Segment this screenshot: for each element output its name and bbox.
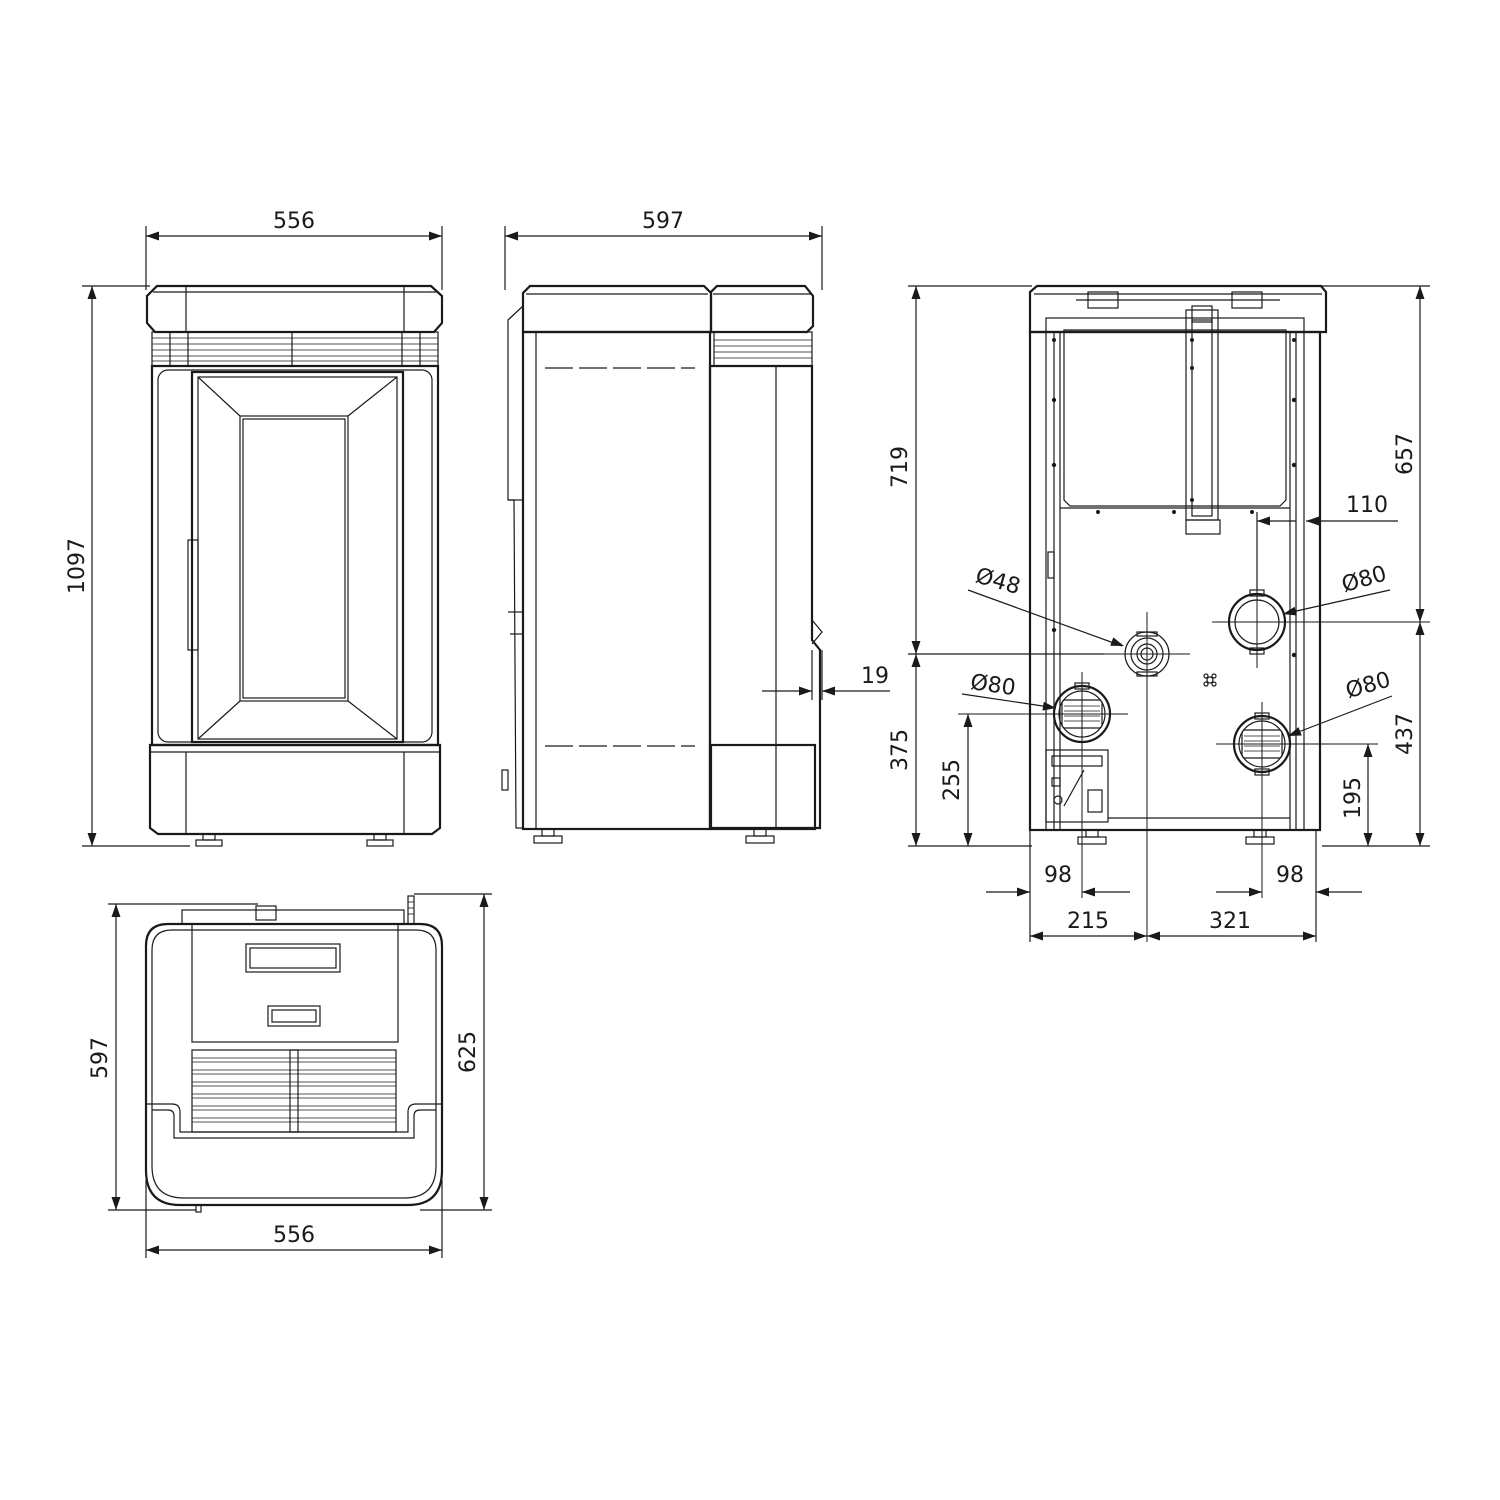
dim-top-depth: 597	[88, 1037, 113, 1079]
dim-rear-215: 215	[1067, 909, 1109, 934]
rear-view	[958, 284, 1430, 942]
dim-rear-437: 437	[1393, 713, 1418, 755]
electrical-panel	[1045, 749, 1109, 823]
dim-rear-110: 110	[1346, 493, 1388, 518]
front-view	[145, 284, 444, 847]
top-view	[144, 895, 444, 1213]
top-depth-dimension: 597	[88, 903, 258, 1211]
top-width-dimension: 556	[145, 1180, 443, 1258]
dim-rear-657: 657	[1393, 433, 1418, 475]
dim-rear-255: 255	[940, 759, 965, 801]
top-overall-depth-dimension: 625	[414, 893, 492, 1211]
dim-rear-dia-80-upper: Ø80	[1339, 561, 1389, 598]
dim-top-width: 556	[273, 1223, 315, 1248]
dim-rear-321: 321	[1209, 909, 1251, 934]
small-symbol	[1203, 673, 1217, 687]
side-offset-dimension: 19	[762, 650, 890, 700]
dim-top-overall-depth: 625	[456, 1031, 481, 1073]
dim-front-height: 1097	[65, 538, 90, 594]
dim-front-width: 556	[273, 209, 315, 234]
rear-dimensions: 719 375 255 657 437 195 110	[888, 285, 1430, 942]
dim-rear-dia-80-left: Ø80	[969, 670, 1017, 701]
dim-rear-719: 719	[888, 446, 913, 488]
dim-rear-375: 375	[888, 729, 913, 771]
dim-side-depth: 597	[642, 209, 684, 234]
dim-side-offset: 19	[861, 664, 889, 689]
dim-rear-98-left: 98	[1044, 863, 1072, 888]
front-height-dimension: 1097	[65, 285, 190, 847]
dim-rear-195: 195	[1341, 777, 1366, 819]
dim-rear-98-right: 98	[1276, 863, 1304, 888]
side-depth-dimension: 597	[504, 209, 823, 290]
side-view	[501, 284, 823, 844]
front-width-dimension: 556	[145, 209, 443, 290]
